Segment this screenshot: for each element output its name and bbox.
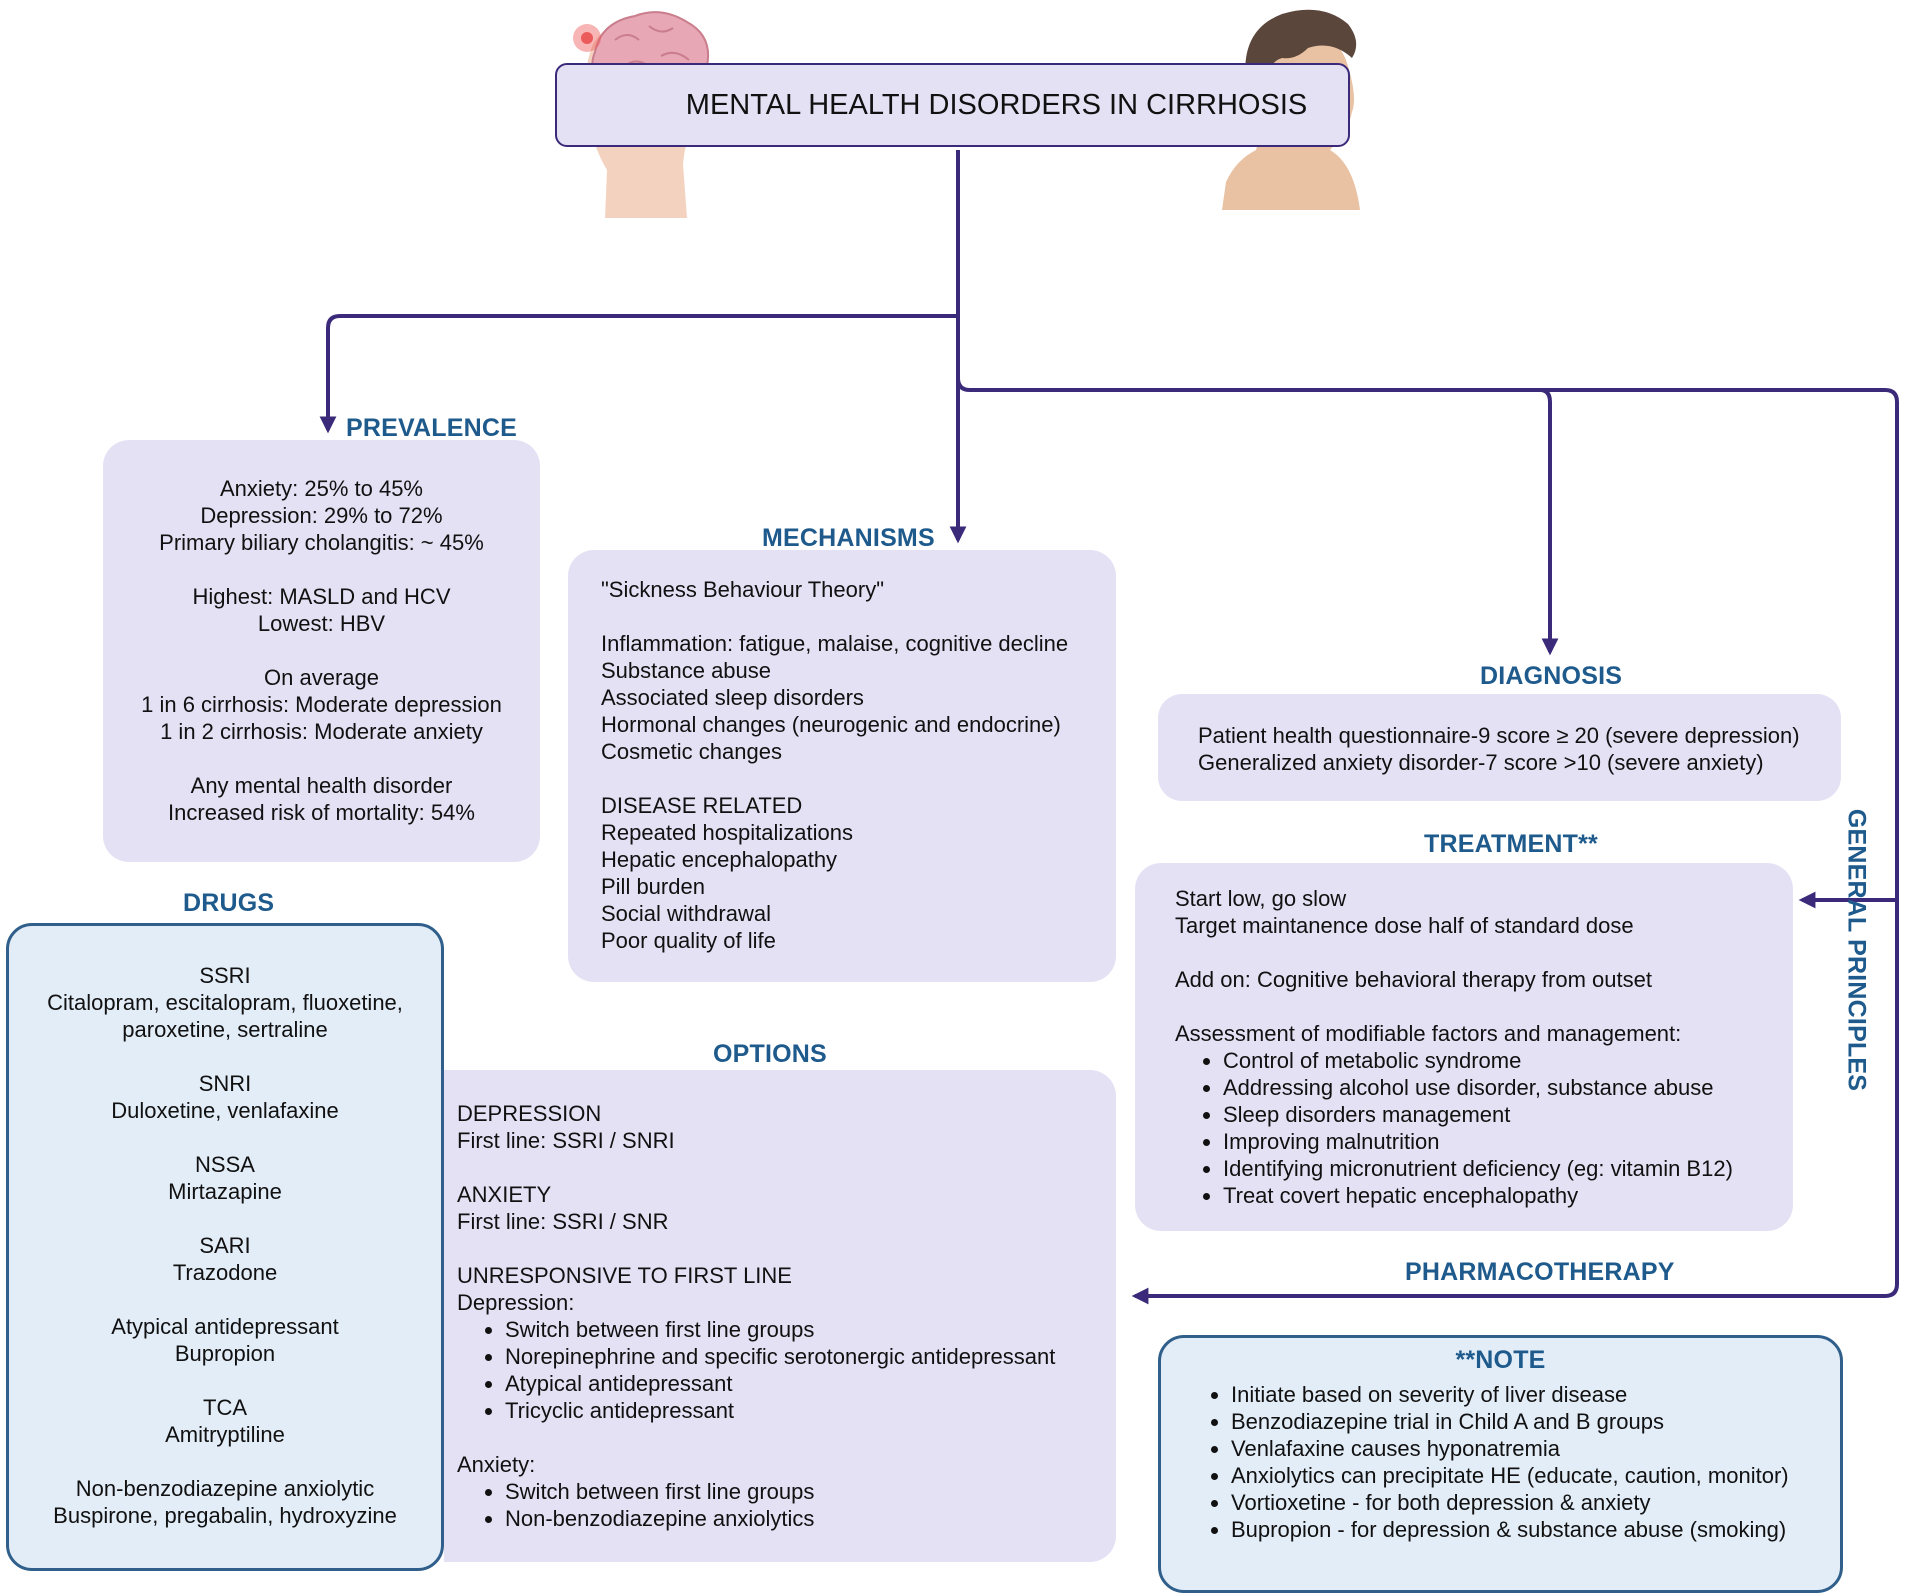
list-item: Norepinephrine and specific serotonergic… — [505, 1343, 1116, 1370]
drug-line: SSRI — [199, 963, 251, 988]
mechanisms-line: Hormonal changes (neurogenic and endocri… — [601, 712, 1061, 737]
drug-line: Citalopram, escitalopram, fluoxetine, — [47, 990, 403, 1015]
title-box: MENTAL HEALTH DISORDERS IN CIRRHOSIS — [555, 63, 1350, 147]
diagnosis-line-2: Generalized anxiety disorder-7 score >10… — [1198, 750, 1764, 775]
drugs-heading: DRUGS — [183, 889, 275, 917]
list-item: Vortioxetine - for both depression & anx… — [1231, 1489, 1840, 1516]
arrow-to-prevalence — [319, 314, 958, 434]
treatment-box: Start low, go slow Target maintanence do… — [1135, 863, 1793, 1231]
prevalence-line: Highest: MASLD and HCV — [192, 584, 451, 609]
mechanisms-line: DISEASE RELATED — [601, 793, 803, 818]
list-item: Control of metabolic syndrome — [1223, 1047, 1793, 1074]
list-item: Benzodiazepine trial in Child A and B gr… — [1231, 1408, 1840, 1435]
mechanisms-line: Repeated hospitalizations — [601, 820, 853, 845]
pharmacotherapy-label: PHARMACOTHERAPY — [1405, 1258, 1675, 1286]
list-item: Sleep disorders management — [1223, 1101, 1793, 1128]
prevalence-line: Increased risk of mortality: 54% — [168, 800, 475, 825]
prevalence-line: Lowest: HBV — [257, 611, 386, 636]
options-anxiety-sub: Anxiety: — [457, 1452, 536, 1477]
drug-line: Atypical antidepressant — [111, 1314, 339, 1339]
drug-line: Buspirone, pregabalin, hydroxyzine — [53, 1503, 397, 1528]
mechanisms-line: Inflammation: fatigue, malaise, cognitiv… — [601, 631, 1069, 656]
treatment-assessment-title: Assessment of modifiable factors and man… — [1175, 1021, 1682, 1046]
treatment-bullets: Control of metabolic syndrome Addressing… — [1175, 1047, 1793, 1209]
options-box: DEPRESSION First line: SSRI / SNRI ANXIE… — [444, 1070, 1116, 1562]
list-item: Treat covert hepatic encephalopathy — [1223, 1182, 1793, 1209]
prevalence-heading: PREVALENCE — [346, 414, 518, 442]
drug-line: Trazodone — [172, 1260, 278, 1285]
note-heading: **NOTE — [1455, 1346, 1546, 1374]
options-anxiety-bullets: Switch between first line groups Non-ben… — [457, 1478, 1116, 1532]
drug-line: Mirtazapine — [168, 1179, 282, 1204]
diagnosis-box: Patient health questionnaire-9 score ≥ 2… — [1158, 694, 1841, 801]
mechanisms-line: Substance abuse — [601, 658, 772, 683]
treatment-addon: Add on: Cognitive behavioral therapy fro… — [1175, 967, 1652, 992]
prevalence-box: Anxiety: 25% to 45%Depression: 29% to 72… — [103, 440, 540, 862]
list-item: Tricyclic antidepressant — [505, 1397, 1116, 1424]
prevalence-line: On average — [264, 665, 379, 690]
options-anxiety-line: First line: SSRI / SNR — [457, 1209, 669, 1234]
drug-line: paroxetine, sertraline — [122, 1017, 328, 1042]
drug-line: SARI — [199, 1233, 251, 1258]
mechanisms-content: "Sickness Behaviour Theory" Inflammation:… — [601, 576, 1116, 954]
prevalence-line: 1 in 6 cirrhosis: Moderate depression — [141, 692, 502, 717]
list-item: Switch between first line groups — [505, 1316, 1116, 1343]
mechanisms-line: "Sickness Behaviour Theory" — [601, 577, 885, 602]
list-item: Atypical antidepressant — [505, 1370, 1116, 1397]
list-item: Identifying micronutrient deficiency (eg… — [1223, 1155, 1793, 1182]
list-item: Initiate based on severity of liver dise… — [1231, 1381, 1840, 1408]
page-title: MENTAL HEALTH DISORDERS IN CIRRHOSIS — [685, 88, 1308, 121]
drug-line: TCA — [203, 1395, 247, 1420]
options-depression-line: First line: SSRI / SNRI — [457, 1128, 675, 1153]
list-item: Venlafaxine causes hyponatremia — [1231, 1435, 1840, 1462]
arrow-right-trunk — [956, 316, 1899, 1305]
general-principles-label: GENERAL PRINCIPLES — [1842, 808, 1871, 1092]
drug-line: Duloxetine, venlafaxine — [111, 1098, 339, 1123]
options-depression-bullets: Switch between first line groups Norepin… — [457, 1316, 1116, 1424]
drug-line: Bupropion — [174, 1341, 276, 1366]
mechanisms-line: Associated sleep disorders — [601, 685, 864, 710]
mechanisms-line: Social withdrawal — [601, 901, 771, 926]
diagnosis-heading: DIAGNOSIS — [1480, 662, 1623, 690]
prevalence-line: 1 in 2 cirrhosis: Moderate anxiety — [160, 719, 483, 744]
drug-line: SNRI — [198, 1071, 252, 1096]
diagnosis-line-1: Patient health questionnaire-9 score ≥ 2… — [1198, 723, 1800, 748]
drug-line: Amitryptiline — [165, 1422, 285, 1447]
treatment-line-2: Target maintanence dose half of standard… — [1175, 913, 1634, 938]
mechanisms-line: Cosmetic changes — [601, 739, 782, 764]
prevalence-line: Any mental health disorder — [190, 773, 453, 798]
prevalence-line: Primary biliary cholangitis: ~ 45% — [159, 530, 484, 555]
list-item: Bupropion - for depression & substance a… — [1231, 1516, 1840, 1543]
options-heading: OPTIONS — [713, 1040, 827, 1068]
list-item: Improving malnutrition — [1223, 1128, 1793, 1155]
list-item: Addressing alcohol use disorder, substan… — [1223, 1074, 1793, 1101]
options-depression-title: DEPRESSION — [457, 1101, 602, 1126]
prevalence-line: Anxiety: 25% to 45% — [219, 476, 423, 501]
arrow-to-diagnosis — [1539, 388, 1559, 656]
list-item: Switch between first line groups — [505, 1478, 1116, 1505]
drug-line: NSSA — [195, 1152, 255, 1177]
mechanisms-line: Hepatic encephalopathy — [601, 847, 838, 872]
note-box: **NOTE Initiate based on severity of liv… — [1158, 1335, 1843, 1593]
note-bullets: Initiate based on severity of liver dise… — [1183, 1381, 1840, 1543]
treatment-heading: TREATMENT** — [1424, 830, 1598, 858]
list-item: Anxiolytics can precipitate HE (educate,… — [1231, 1462, 1840, 1489]
mechanisms-line: Pill burden — [601, 874, 705, 899]
mechanisms-box: "Sickness Behaviour Theory" Inflammation:… — [568, 550, 1116, 982]
options-anxiety-title: ANXIETY — [457, 1182, 552, 1207]
list-item: Non-benzodiazepine anxiolytics — [505, 1505, 1116, 1532]
mechanisms-heading: MECHANISMS — [762, 524, 935, 552]
treatment-line-1: Start low, go slow — [1175, 886, 1347, 911]
drug-line: Non-benzodiazepine anxiolytic — [75, 1476, 375, 1501]
options-unresponsive-title: UNRESPONSIVE TO FIRST LINE — [457, 1263, 792, 1288]
prevalence-content: Anxiety: 25% to 45%Depression: 29% to 72… — [103, 475, 540, 826]
mechanisms-line: Poor quality of life — [601, 928, 776, 953]
prevalence-line: Depression: 29% to 72% — [200, 503, 443, 528]
options-depression-sub: Depression: — [457, 1290, 575, 1315]
